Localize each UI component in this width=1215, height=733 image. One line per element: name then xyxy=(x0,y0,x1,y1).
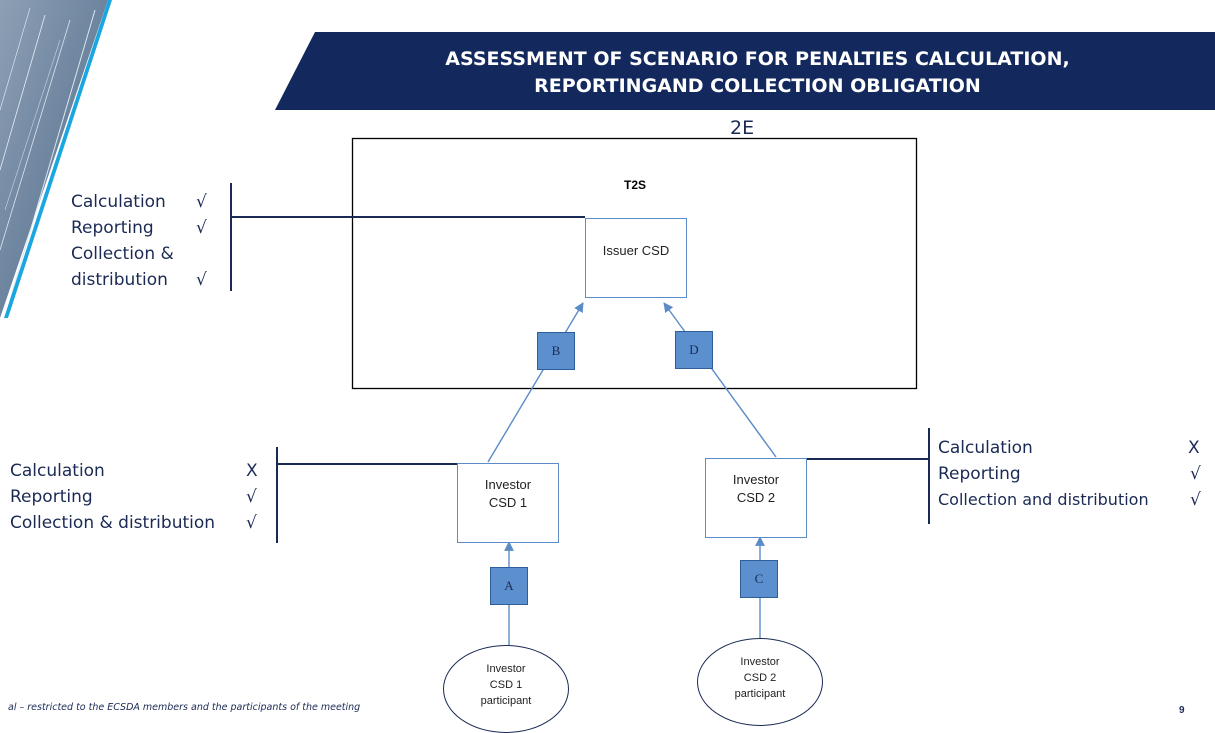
issuer-collect-row-1: Collection & xyxy=(71,244,174,264)
link-b-label: B xyxy=(551,343,561,358)
issuer-calc-mark: √ xyxy=(196,192,207,212)
scenario-label: 2E xyxy=(730,117,755,139)
inv1-report-label: Reporting xyxy=(10,487,93,507)
investor-csd1-participant-node: Investor CSD 1 participant xyxy=(443,645,569,733)
inv1-calc-label: Calculation xyxy=(10,461,105,481)
investor-csd1-label-line2: CSD 1 xyxy=(488,495,528,510)
inv2-calc-label: Calculation xyxy=(938,438,1033,458)
inv2-collect-label: Collection and distribution xyxy=(938,490,1149,509)
issuer-report-row: Reporting √ xyxy=(71,215,221,241)
issuer-collect-mark: √ xyxy=(196,270,207,290)
header-banner xyxy=(275,32,1215,110)
investor-csd1-node: Investor CSD 1 xyxy=(457,463,559,543)
investor1-obligations: Calculation X Reporting √ Collection & dis… xyxy=(10,458,270,536)
issuer-csd-label: Issuer CSD xyxy=(602,243,670,258)
arrow-b xyxy=(487,302,584,463)
inv2-report-row: Reporting √ xyxy=(938,461,1208,487)
footer-note: al – restricted to the ECSDA members and… xyxy=(8,702,361,713)
issuer-report-mark: √ xyxy=(196,218,207,238)
inv2-calc-mark: X xyxy=(1188,438,1200,458)
issuer-report-label: Reporting xyxy=(71,218,154,238)
investor-csd2-label-line1: Investor xyxy=(732,472,780,487)
link-c-box: C xyxy=(740,560,778,598)
inv1-collect-label: Collection & distribution xyxy=(10,513,216,533)
participant2-line1: Investor xyxy=(740,656,780,668)
inv2-report-label: Reporting xyxy=(938,464,1021,484)
participant2-line3: participant xyxy=(734,688,786,700)
decorative-streak-graphic xyxy=(0,0,112,318)
title-line-1: ASSESSMENT OF SCENARIO FOR PENALTIES CAL… xyxy=(445,48,1070,70)
link-a-label: A xyxy=(504,578,514,593)
inv2-calc-row: Calculation X xyxy=(938,435,1208,461)
inv2-report-mark: √ xyxy=(1190,464,1201,484)
issuer-csd-node: Issuer CSD xyxy=(585,218,687,298)
slide-title: ASSESSMENT OF SCENARIO FOR PENALTIES CAL… xyxy=(300,46,1215,100)
investor2-obligations: Calculation X Reporting √ Collection and d… xyxy=(938,435,1208,513)
issuer-calc-label: Calculation xyxy=(71,192,166,212)
investor-csd2-node: Investor CSD 2 xyxy=(705,458,807,538)
inv2-collect-mark: √ xyxy=(1190,490,1201,510)
investor-csd2-label-line2: CSD 2 xyxy=(736,490,776,505)
inv1-calc-row: Calculation X xyxy=(10,458,270,484)
participant1-line2: CSD 1 xyxy=(489,679,523,691)
investor-csd2-participant-node: Investor CSD 2 participant xyxy=(697,638,823,726)
inv1-collect-mark: √ xyxy=(246,513,257,533)
link-d-box: D xyxy=(675,331,713,369)
participant1-line3: participant xyxy=(480,695,532,707)
issuer-calc-row: Calculation √ xyxy=(71,189,221,215)
inv1-calc-mark: X xyxy=(246,461,258,481)
investor-csd1-label-line1: Investor xyxy=(484,477,532,492)
issuer-collect-row-2: distribution √ xyxy=(71,267,221,293)
link-a-box: A xyxy=(490,567,528,605)
title-line-2: REPORTINGAND COLLECTION OBLIGATION xyxy=(534,75,981,97)
arrow-d xyxy=(663,302,777,458)
participant1-line1: Investor xyxy=(486,663,526,675)
t2s-label: T2S xyxy=(623,178,646,192)
inv1-collect-row: Collection & distribution √ xyxy=(10,510,270,536)
inv1-report-row: Reporting √ xyxy=(10,484,270,510)
t2s-frame xyxy=(351,137,918,390)
link-d-label: D xyxy=(689,342,699,357)
inv1-report-mark: √ xyxy=(246,487,257,507)
page-number: 9 xyxy=(1179,705,1185,716)
issuer-collect-label: distribution xyxy=(71,270,168,290)
issuer-obligations: Calculation √ Reporting √ Collection & dis… xyxy=(71,189,221,293)
inv2-collect-row: Collection and distribution √ xyxy=(938,487,1208,513)
link-c-label: C xyxy=(754,571,764,586)
link-b-box: B xyxy=(537,332,575,370)
participant2-line2: CSD 2 xyxy=(743,672,777,684)
